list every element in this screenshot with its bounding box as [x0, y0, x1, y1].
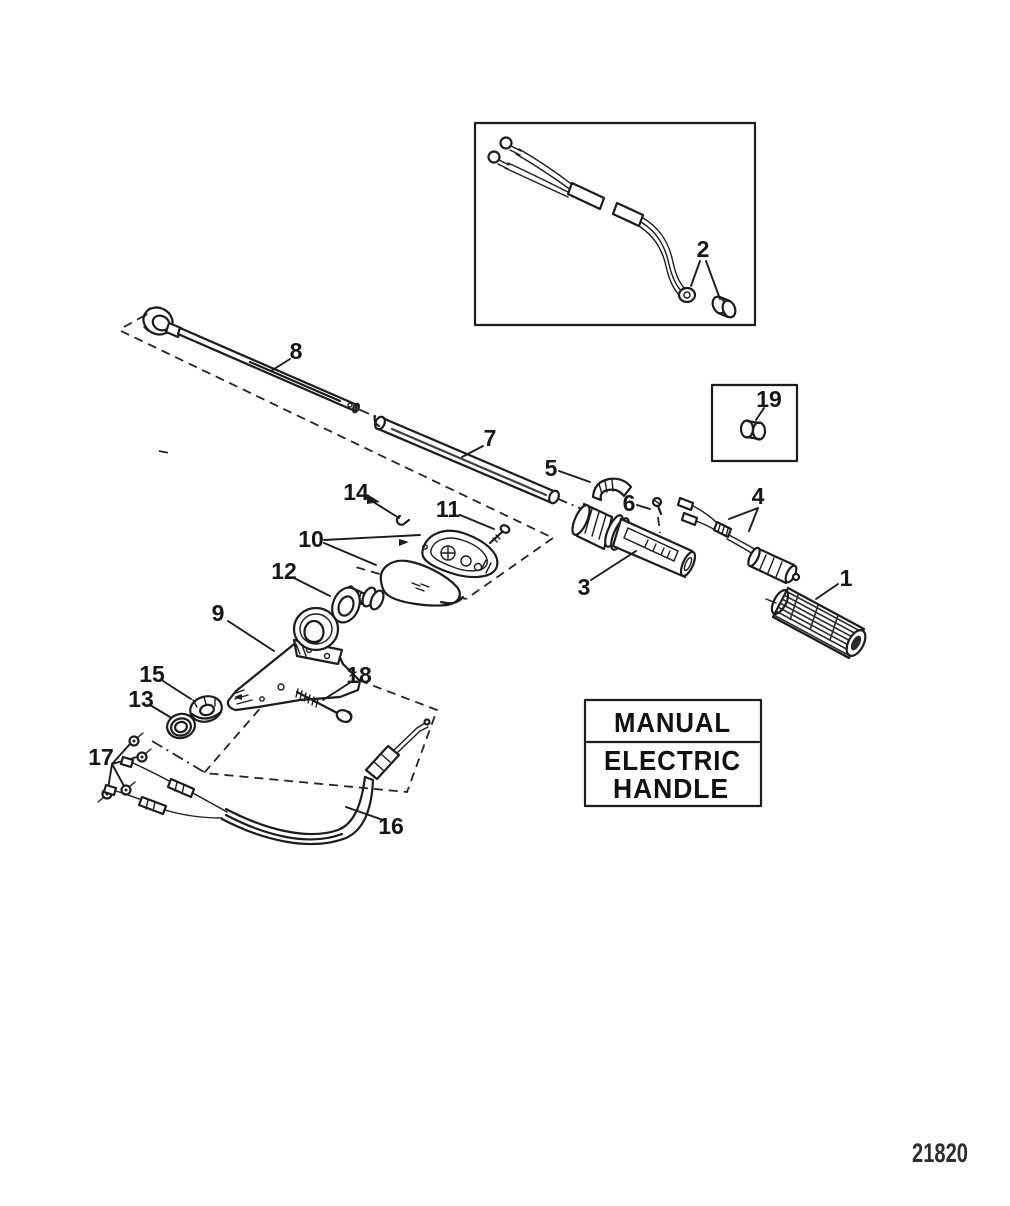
- callout-8: 8: [290, 338, 303, 364]
- callout-9: 9: [212, 600, 225, 626]
- grip-ribs: [773, 588, 863, 657]
- position-arrow: [399, 539, 409, 546]
- bushing-art: [739, 419, 767, 441]
- callout-15: 15: [139, 661, 165, 687]
- part-17-fasteners: 17: [88, 732, 152, 803]
- callout-3: 3: [578, 574, 591, 600]
- part-19-box: 19: [710, 383, 799, 463]
- part-12-washer: 12: [271, 558, 361, 624]
- housing-upper-half: [421, 529, 499, 579]
- callout-6: 6: [623, 490, 636, 516]
- title-line-handle: HANDLE: [613, 773, 729, 804]
- part-18-bolt: 18: [295, 662, 372, 724]
- wire-end-connector: [677, 286, 697, 304]
- inset-box-border: [473, 121, 757, 327]
- callout-5: 5: [545, 455, 558, 481]
- wire-assembly-art: [487, 136, 737, 319]
- callout-11: 11: [436, 496, 461, 522]
- part-5-clip: 5: [545, 455, 633, 502]
- shaft-tube: [611, 517, 694, 579]
- part-7-tube: 7: [373, 414, 560, 505]
- clip-shell: [591, 477, 633, 502]
- drawing-number: 21820: [912, 1138, 968, 1168]
- part-16-cable: 16: [102, 718, 431, 846]
- part-11-screw: 11: [436, 496, 511, 545]
- small-box-border: [710, 383, 799, 463]
- title-box-border: [583, 698, 763, 808]
- part-13-nut: [166, 712, 196, 740]
- grip-body: [771, 586, 866, 660]
- part-1-grip: 1: [765, 565, 867, 660]
- callout-17: 17: [88, 744, 114, 770]
- part-3-throttle-shaft: 3: [571, 502, 697, 600]
- title-line-electric: ELECTRIC: [604, 745, 741, 776]
- wire-end-cap: [711, 295, 737, 319]
- callout-13: 13: [128, 686, 154, 712]
- callout-14: 14: [343, 479, 369, 505]
- callout-18: 18: [346, 662, 372, 688]
- callout-4: 4: [752, 483, 765, 509]
- cable-sheath-top: [224, 775, 367, 836]
- cable-sheath-bottom: [220, 778, 375, 846]
- part-8-rod: 8: [142, 306, 361, 414]
- callout-10: 10: [298, 526, 324, 552]
- title-line-manual: MANUAL: [614, 707, 731, 738]
- leader-arrowhead: [367, 494, 380, 504]
- part-10-housing-halves: 10: [298, 526, 499, 611]
- inset-box-wire-assembly: 2: [473, 121, 757, 327]
- callout-12: 12: [271, 558, 297, 584]
- part-4-wire-leads: 4: [676, 483, 801, 585]
- cable-barrel-fitting: [364, 744, 401, 781]
- part-15-locknut: [189, 695, 223, 723]
- part-14-clip: 14: [343, 479, 411, 526]
- callout-19: 19: [756, 386, 782, 412]
- callout-1: 1: [840, 565, 853, 591]
- callout-16: 16: [378, 813, 404, 839]
- part-9-bracket-arm: 9: [212, 600, 362, 712]
- title-box: MANUAL ELECTRIC HANDLE: [583, 698, 763, 808]
- callout-2: 2: [697, 236, 710, 262]
- part-6-screw: 6: [623, 490, 663, 516]
- callout-7: 7: [484, 425, 497, 451]
